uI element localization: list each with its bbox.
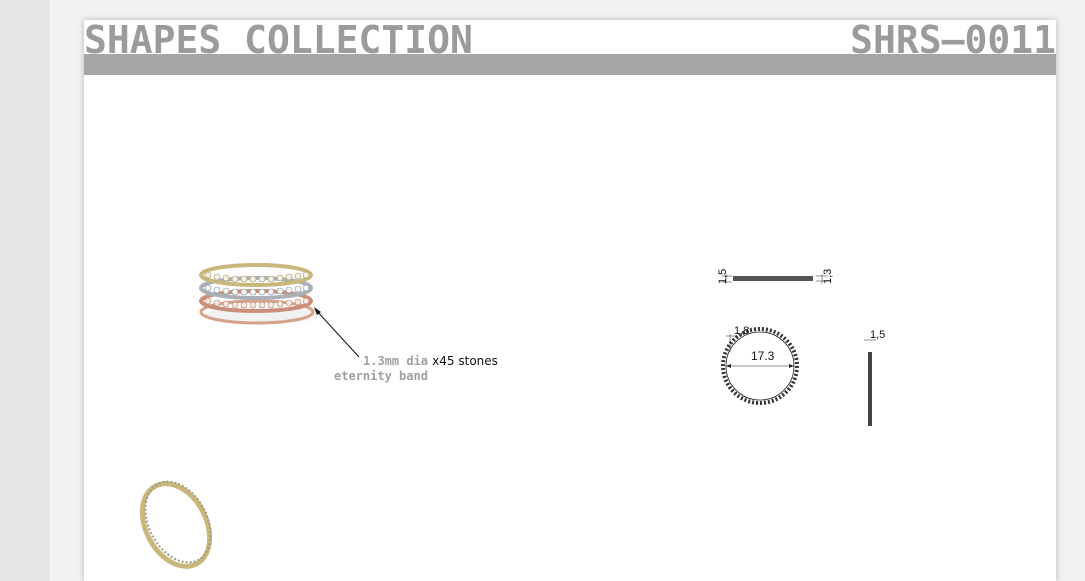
dim-inner-diameter: 17.3: [751, 349, 775, 363]
technical-drawing: 1,5 1,3 17.3 1,8 1,5: [717, 269, 885, 426]
dim-band-height-left: 1,5: [717, 269, 729, 284]
product-code: SHRS–0011: [850, 18, 1056, 62]
single-ring-image: [139, 480, 213, 569]
dim-band-height-right: 1,3: [822, 269, 834, 284]
left-gutter: [0, 0, 50, 581]
stacked-rings-image: [199, 263, 324, 325]
page-header-area: [84, 20, 1056, 54]
dim-side-width: 1,5: [870, 329, 885, 341]
header-band: [84, 54, 1056, 75]
document-page: SHAPES COLLECTION SHRS–0011 1.3mm dia x4…: [84, 20, 1056, 581]
stone-size-text: 1.3mm dia: [363, 354, 429, 368]
callout-leader-line: [314, 307, 360, 358]
dim-band-width: 1,8: [734, 325, 749, 337]
collection-title: SHAPES COLLECTION: [84, 18, 473, 62]
callout-label: 1.3mm dia x45 stones eternity band: [334, 354, 534, 383]
stone-count-text: x45 stones: [432, 354, 498, 368]
ring-type-text: eternity band: [334, 369, 428, 383]
